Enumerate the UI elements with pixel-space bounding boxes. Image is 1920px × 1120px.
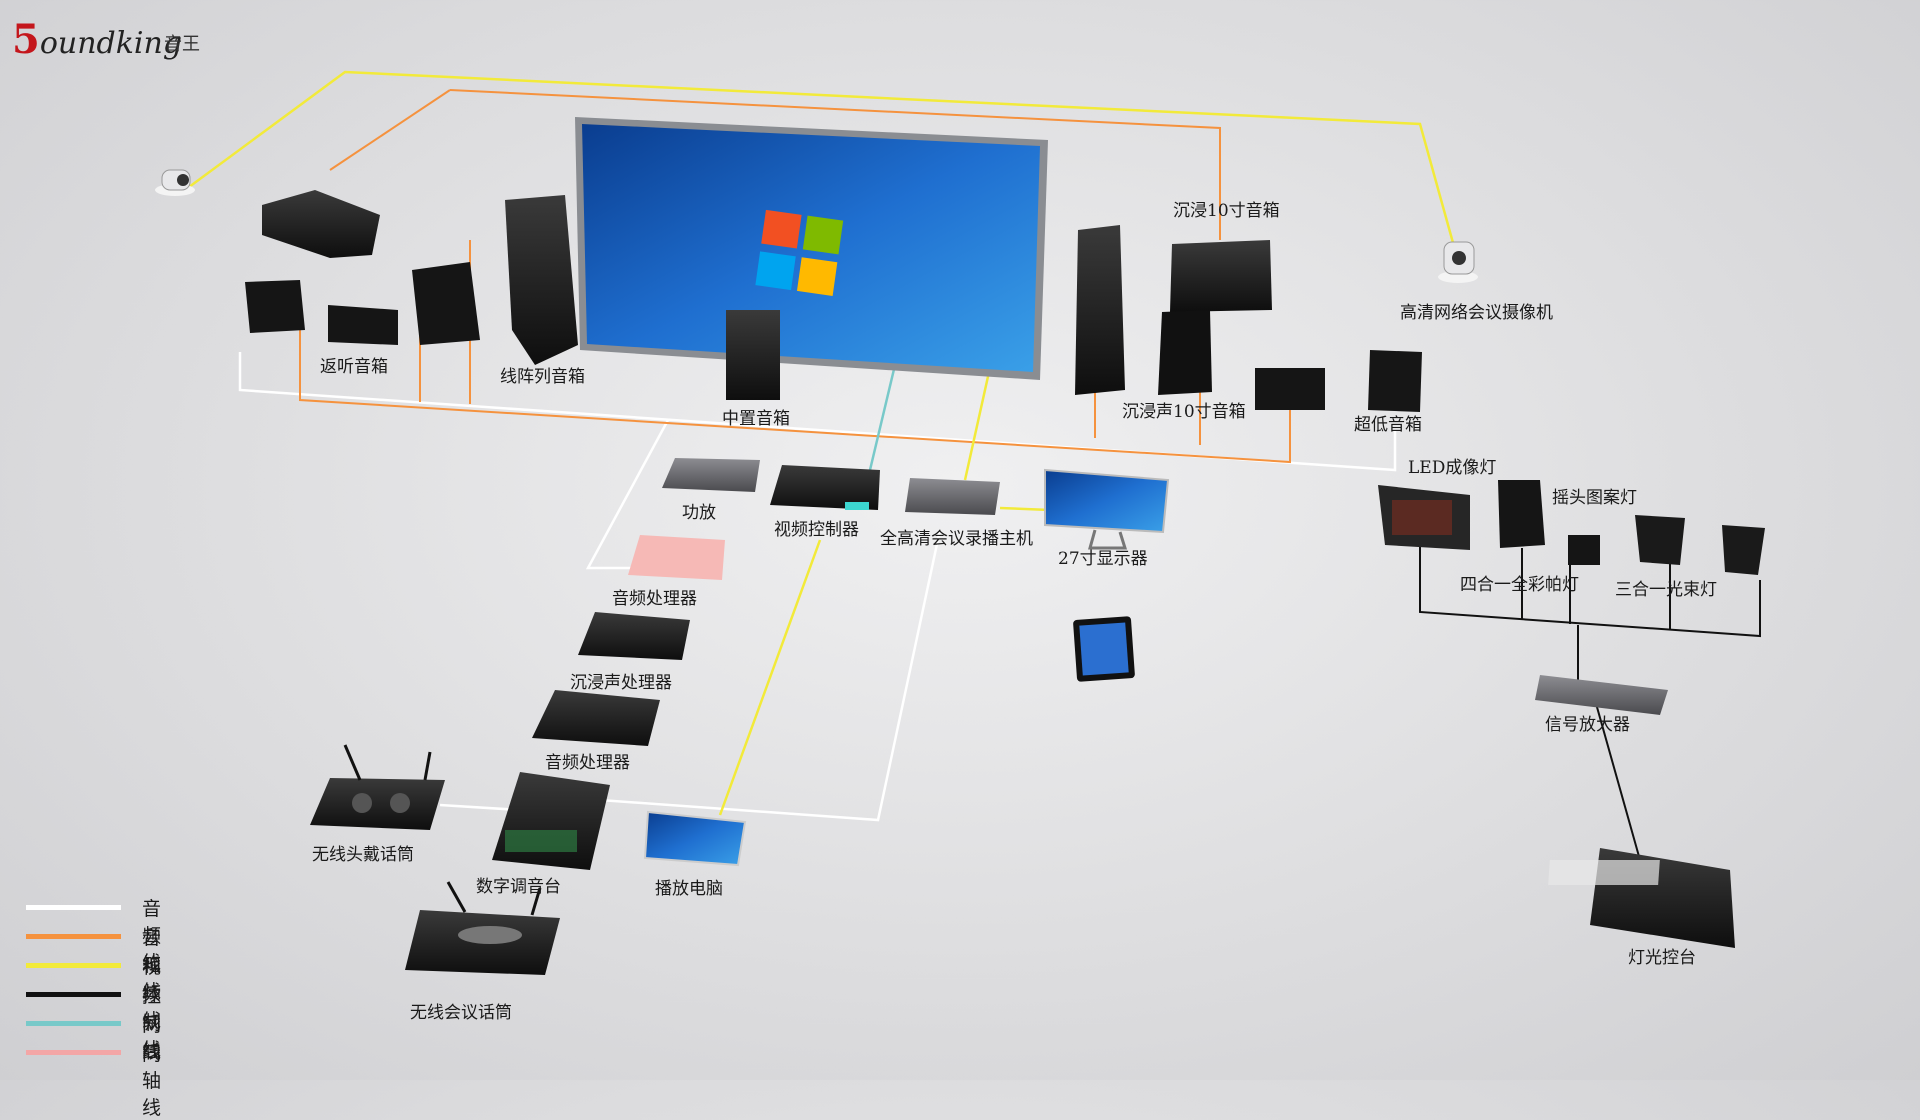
speaker-cable-run [299,330,1291,464]
camera-right [1438,241,1478,283]
immersive-speaker-tall [1158,310,1212,395]
windows-logo-icon [755,209,844,296]
label-lighting-console: 灯光控台 [1628,948,1696,968]
network-cable-screen [868,364,897,471]
label-line-array: 线阵列音箱 [500,367,585,387]
label-beam-light: 三合一光束灯 [1615,580,1717,600]
legend-swatch [26,963,121,968]
monitor-speaker-tall [412,262,480,345]
audio-cable-speakers [238,352,1397,472]
audio-processor-device [532,690,660,746]
par-light-fixture [1568,535,1600,565]
monitor-speaker-small-2 [328,305,398,345]
digital-mixer-device [492,772,610,870]
brand-wordmark: 5oundking [12,16,183,63]
display-27 [1044,468,1170,534]
label-signal-amp: 信号放大器 [1545,715,1630,735]
brand-cn: 音王 [164,34,200,55]
devices [310,458,1765,975]
label-monitor-speaker: 返听音箱 [320,357,388,377]
line-array-speaker-right [1075,225,1125,395]
label-audio-processor-2: 音频处理器 [545,753,630,773]
label-moving-head: 摇头图案灯 [1552,488,1637,508]
label-par-light: 四合一全彩帕灯 [1460,575,1579,595]
label-immersive-processor: 沉浸声处理器 [570,673,672,693]
legend-swatch [26,992,121,997]
audio-processor-coax [628,535,725,580]
label-immersive-sound-10: 沉浸声10寸音箱 [1122,402,1246,422]
label-wireless-mic: 无线会议话筒 [410,1003,512,1023]
label-wireless-headset: 无线头戴话筒 [312,845,414,865]
speaker-cable-top [449,89,1221,240]
speaker-cable-left [329,89,451,171]
legend-swatch [26,1050,121,1055]
label-subwoofer: 超低音箱 [1354,415,1422,435]
audio-cable-recorder [599,529,942,822]
label-amplifier: 功放 [682,503,716,523]
legend-label: 音频线 [142,898,162,974]
headset-receiver [310,778,445,830]
label-display-27: 27寸显示器 [1058,549,1148,569]
legend-label: 控制线 [142,985,162,1061]
video-wall [575,117,1048,380]
label-recorder: 全高清会议录播主机 [880,529,1033,549]
signal-amplifier-device [1535,675,1668,715]
video-cable-cam-left [184,70,1457,251]
line-array-speaker-left [505,195,578,365]
video-controller-device [770,465,880,510]
moving-head-fixture [1498,480,1545,548]
monitor-speaker-top [262,190,380,258]
subwoofer-speaker [1368,350,1422,412]
immersive-processor-device [578,612,690,660]
audio-cable-headset [439,803,521,812]
center-speaker [726,310,780,400]
brand-logo: 5oundking 音王 [12,14,232,64]
video-cable-pc [718,539,822,816]
label-digital-mixer: 数字调音台 [476,877,561,897]
recorder-device [905,478,1000,515]
beam-light-fixture-2 [1722,525,1765,575]
immersive-speaker-top [1170,240,1272,312]
legend-swatch [26,905,121,910]
monitor-speaker-small-1 [245,280,305,333]
amplifier-device [662,458,760,492]
label-playback-pc: 播放电脑 [655,879,723,899]
immersive-speaker-small [1255,368,1325,410]
label-audio-processor-1: 音频处理器 [612,589,697,609]
legend-swatch [26,1021,121,1026]
video-cable-recorder-display [999,506,1051,512]
label-immersive-10: 沉浸10寸音箱 [1173,201,1280,221]
label-center-speaker: 中置音箱 [722,409,790,429]
label-hd-camera: 高清网络会议摄像机 [1400,303,1553,323]
label-video-controller: 视频控制器 [774,520,859,540]
camera-left [155,169,195,196]
audio-cable-amp [585,419,670,570]
cables [184,70,1761,861]
label-led-light: LED成像灯 [1408,458,1497,478]
legend-label: 网线 [142,1014,162,1063]
legend-label: 视频线 [142,956,162,1032]
speakers [245,190,1422,412]
beam-light-fixture-1 [1635,515,1685,565]
playback-pc [643,810,747,867]
system-diagram [155,70,1765,975]
legend-label: 音箱线 [142,927,162,1003]
legend-swatch [26,934,121,939]
